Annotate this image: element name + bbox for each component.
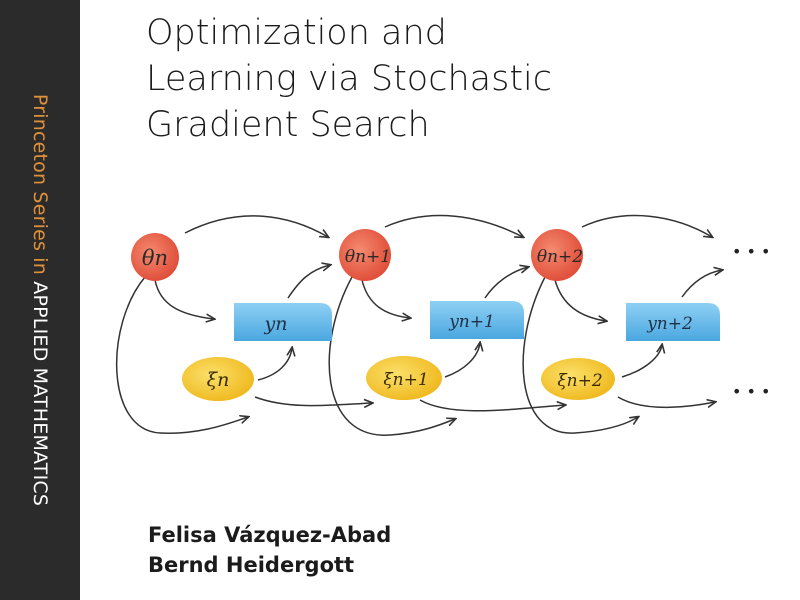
- y-n-node: [234, 303, 332, 341]
- y-n2-label: yn+2: [646, 314, 693, 334]
- arrow-theta-n-to-theta-n1: [184, 215, 328, 237]
- theta-n-node: [131, 233, 179, 281]
- authors: Felisa Vázquez-Abad Bernd Heidergott: [148, 520, 391, 580]
- diagram: θn θn+1 θn+2 yn yn+1 yn+2 ξn ξn+1 ξn+2 •…: [115, 214, 770, 436]
- title-line-3: Gradient Search: [146, 105, 430, 145]
- xi-n1-node: [366, 356, 442, 400]
- arrow-y-n-to-theta-n1: [287, 265, 330, 299]
- ellipsis-bottom: • • •: [732, 382, 770, 401]
- series-name: Princeton Series in APPLIED MATHEMATICS: [29, 94, 51, 506]
- xi-n-label: ξn: [207, 369, 230, 391]
- theta-n2-label: θn+2: [537, 247, 583, 267]
- theta-n-label: θn: [142, 246, 168, 270]
- arrow-theta-n1-to-y-n1: [361, 279, 410, 318]
- theta-n1-node: [339, 229, 391, 281]
- arrow-theta-n-to-y-n: [154, 279, 214, 319]
- y-n1-node: [430, 301, 524, 339]
- book-spine: Princeton Series in APPLIED MATHEMATICS: [0, 0, 80, 600]
- xi-n2-node: [541, 358, 615, 400]
- ellipsis-top: • • •: [732, 242, 770, 261]
- author-1: Felisa Vázquez-Abad: [148, 523, 392, 547]
- arrow-loop-theta-n1: [328, 276, 455, 436]
- arrow-xi-n1-to-y-n1: [444, 343, 480, 378]
- arrow-theta-n2-to-next: [581, 214, 712, 237]
- arrow-y-n1-to-theta-n2: [484, 267, 528, 299]
- arrow-y-n2-to-next: [681, 270, 722, 298]
- arrow-xi-n2-to-next: [617, 396, 715, 407]
- y-n-label: yn: [264, 313, 288, 335]
- arrow-loop-theta-n2: [522, 276, 638, 434]
- arrow-xi-n-to-next: [254, 396, 372, 406]
- series-prefix: Princeton Series in: [29, 93, 51, 282]
- title-line-1: Optimization and: [146, 13, 447, 53]
- arrow-xi-n-to-y-n: [257, 348, 292, 381]
- xi-n2-label: ξn+2: [557, 371, 602, 391]
- xi-n-node: [182, 357, 254, 401]
- series-applied-math: APPLIED MATHEMATICS: [29, 281, 51, 507]
- book-title: Optimization and Learning via Stochastic…: [146, 10, 786, 148]
- y-n1-label: yn+1: [448, 312, 495, 332]
- arrow-theta-n2-to-y-n2: [554, 279, 606, 321]
- arrow-loop-theta-n: [115, 276, 248, 434]
- arrow-xi-n1-to-next: [419, 399, 565, 412]
- arrow-theta-n1-to-theta-n2: [384, 214, 523, 237]
- title-line-2: Learning via Stochastic: [146, 59, 553, 99]
- author-2: Bernd Heidergott: [148, 553, 355, 577]
- theta-n2-node: [531, 229, 583, 281]
- arrow-xi-n2-to-y-n2: [621, 345, 662, 378]
- arrows: [115, 214, 722, 436]
- y-n2-node: [626, 303, 720, 341]
- xi-n1-label: ξn+1: [383, 370, 428, 390]
- theta-n1-label: θn+1: [345, 247, 391, 267]
